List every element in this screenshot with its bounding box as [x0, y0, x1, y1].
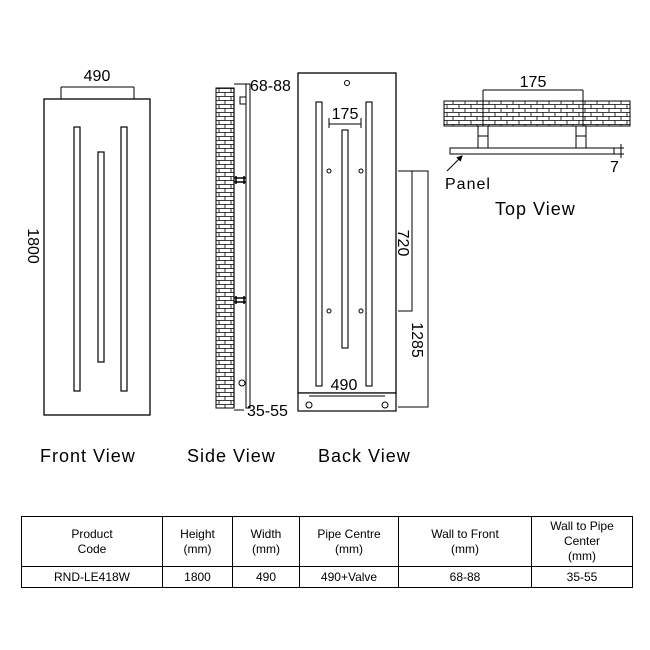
panel-pointer-arrow [446, 155, 463, 172]
spec-table-header-row: Product Code Height (mm) Width (mm) Pipe… [21, 516, 633, 567]
header-pipe-centre: Pipe Centre (mm) [299, 516, 399, 567]
back-top-bracket [344, 80, 350, 86]
header-wall-to-pipe-center: Wall to Pipe Center (mm) [531, 516, 633, 567]
side-top-bracket [239, 96, 247, 105]
back-view-label: Back View [318, 446, 411, 466]
side-wall-to-front-label: 68-88 [250, 78, 291, 95]
back-fixing-spacing-line [328, 118, 362, 128]
table-row: RND-LE418W 1800 490 490+Valve 68-88 35-5… [21, 566, 633, 588]
header-product-code: Product Code [21, 516, 163, 567]
side-lower-bracket [234, 296, 246, 304]
front-view-label: Front View [40, 446, 136, 466]
front-slot-left [73, 126, 81, 392]
top-panel [449, 147, 615, 155]
top-view-label: Top View [495, 199, 576, 219]
back-fixing-vertical-label: 720 [394, 230, 411, 257]
top-fixing-spacing-label: 175 [520, 74, 547, 91]
back-fixing-spacing-label: 175 [332, 106, 359, 123]
back-valve-left [305, 401, 313, 409]
cell-product-code: RND-LE418W [21, 566, 163, 588]
back-view: 175 720 1285 490 [297, 72, 429, 412]
top-view: 175 7 Panel Top View [443, 74, 631, 219]
header-height: Height (mm) [162, 516, 233, 567]
front-panel [43, 98, 151, 416]
cell-width: 490 [232, 566, 300, 588]
back-fixing-screws [326, 168, 364, 314]
back-1285-dimension-line [398, 170, 429, 408]
back-slot-right [365, 101, 373, 387]
side-view-label: Side View [187, 446, 276, 466]
cell-wall-to-front: 68-88 [398, 566, 532, 588]
technical-drawing: 490 1800 68-88 35-55 175 720 [24, 68, 631, 466]
top-wall-brick [443, 100, 631, 127]
side-wall-brick [215, 87, 235, 409]
front-slot-right [120, 126, 128, 392]
top-gap-label: 7 [610, 159, 619, 176]
front-width-label: 490 [84, 68, 111, 85]
top-gap-dimension-line [614, 144, 624, 158]
back-slot-middle [341, 129, 349, 349]
cell-pipe-centre: 490+Valve [299, 566, 399, 588]
front-slot-middle [97, 151, 105, 363]
panel-label: Panel [445, 176, 491, 193]
top-brackets [477, 125, 587, 149]
front-width-dimension-line [60, 86, 135, 99]
back-pipe-centre-label: 490 [331, 377, 358, 394]
side-view: 68-88 35-55 [215, 78, 291, 420]
cell-height: 1800 [162, 566, 233, 588]
side-panel [245, 83, 251, 409]
spec-table: Product Code Height (mm) Width (mm) Pipe… [21, 516, 633, 588]
back-pipe-rail [297, 392, 397, 412]
back-valve-right [381, 401, 389, 409]
side-upper-bracket [234, 176, 246, 184]
front-view: 490 1800 [24, 68, 151, 416]
side-wall-to-pipe-label: 35-55 [247, 403, 288, 420]
header-wall-to-front: Wall to Front (mm) [398, 516, 532, 567]
header-width: Width (mm) [232, 516, 300, 567]
top-fixing-spacing-line [482, 89, 584, 128]
side-valve [238, 379, 246, 387]
cell-wall-to-pipe-center: 35-55 [531, 566, 633, 588]
front-height-label: 1800 [24, 228, 41, 264]
back-fixing-height-label: 1285 [408, 322, 425, 358]
back-slot-left [315, 101, 323, 387]
